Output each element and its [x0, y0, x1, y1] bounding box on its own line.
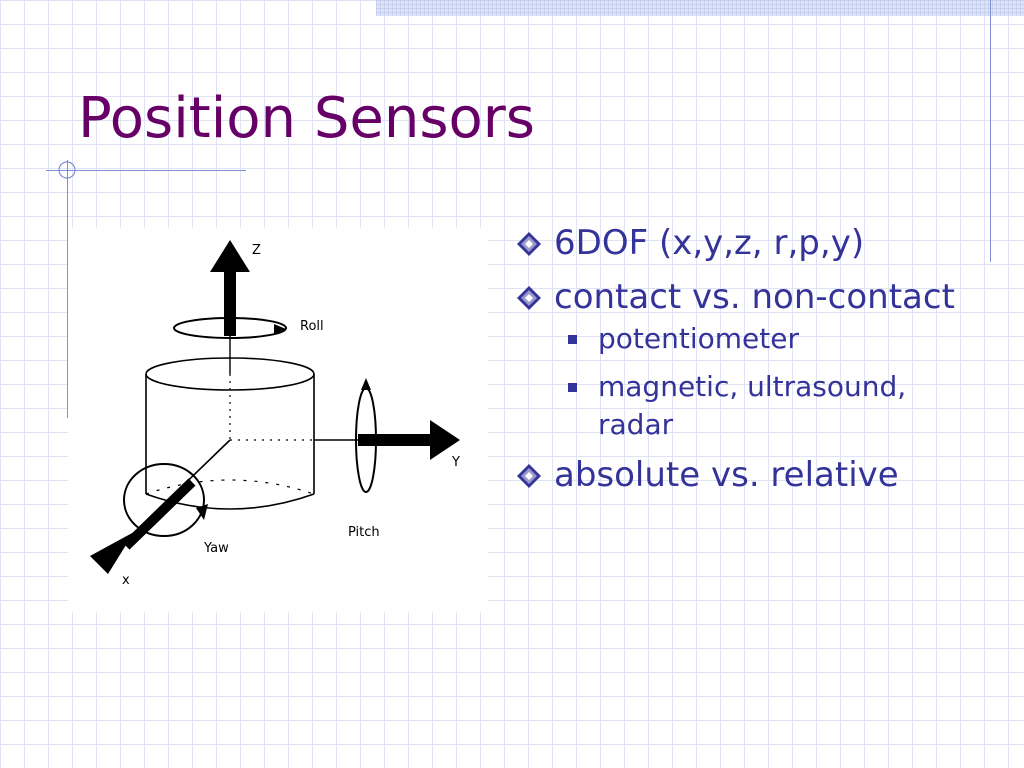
z-arrow-head — [210, 240, 250, 272]
cylinder-bottom-front — [145, 493, 315, 510]
orientation-axes-figure: Z Roll Y Pitch x Yaw — [68, 228, 488, 612]
x-label: x — [122, 573, 130, 588]
crosshair-ornament-icon — [58, 161, 76, 179]
sub-bullet-item: potentiometer — [510, 320, 990, 358]
decorative-title-rule — [46, 170, 246, 171]
cylinder-bottom-back — [145, 479, 315, 495]
z-arrow-shaft — [224, 270, 236, 336]
bullet-text: 6DOF (x,y,z, r,p,y) — [554, 223, 865, 263]
diamond-bullet-icon — [517, 232, 541, 256]
roll-rotation-arrowhead — [274, 324, 286, 334]
square-bullet-icon — [568, 383, 577, 392]
yaw-rotation-arrowhead — [196, 504, 208, 520]
square-bullet-icon — [568, 335, 577, 344]
yaw-label: Yaw — [203, 541, 229, 556]
bullet-list: 6DOF (x,y,z, r,p,y) contact vs. non-cont… — [510, 222, 990, 508]
diamond-bullet-icon — [517, 464, 541, 488]
sub-bullet-text: potentiometer — [598, 322, 799, 355]
cylinder-axes-diagram: Z Roll Y Pitch x Yaw — [90, 240, 460, 588]
pitch-rotation-arrowhead — [361, 378, 371, 390]
slide-title: Position Sensors — [78, 86, 535, 151]
sub-bullet-item: magnetic, ultrasound, radar — [510, 368, 990, 444]
diamond-bullet-icon — [517, 286, 541, 310]
bullet-item: absolute vs. relative — [510, 454, 990, 496]
roll-rotation-ellipse — [173, 317, 287, 339]
yaw-rotation-circle — [123, 463, 205, 537]
roll-label: Roll — [300, 319, 324, 334]
y-arrow-shaft — [358, 434, 432, 446]
bullet-text: absolute vs. relative — [554, 455, 899, 495]
decorative-top-band — [376, 0, 1024, 16]
x-arrow-shaft — [122, 478, 196, 550]
y-label: Y — [451, 455, 460, 470]
bullet-item: contact vs. non-contact — [510, 276, 990, 318]
bullet-text: contact vs. non-contact — [554, 277, 955, 317]
pitch-label: Pitch — [348, 525, 380, 540]
sub-bullet-text: magnetic, ultrasound, radar — [598, 370, 907, 441]
decorative-right-rule — [990, 0, 991, 262]
bullet-item: 6DOF (x,y,z, r,p,y) — [510, 222, 990, 264]
x-arrow-head — [90, 532, 134, 574]
decorative-left-rule — [67, 160, 68, 418]
y-arrow-head — [430, 420, 460, 460]
z-label: Z — [252, 243, 261, 258]
